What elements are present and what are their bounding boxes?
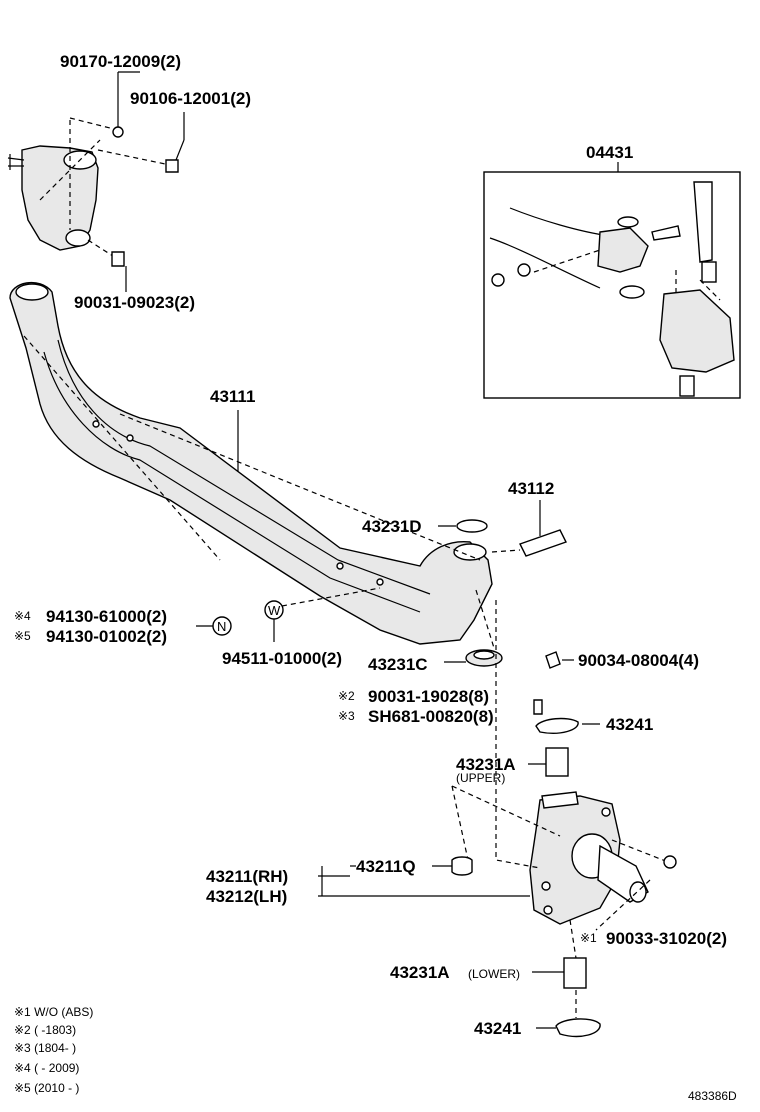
label-43211Q: 43211Q [356, 857, 416, 876]
label-43111: 43111 [210, 387, 255, 406]
label-43212: 43212(LH) [206, 887, 287, 906]
mark-94130b: ※5 [14, 629, 31, 643]
mark-90031b: ※2 [338, 689, 355, 703]
footnote-5: ※5 (2010 - ) [14, 1081, 79, 1095]
mark-90033: ※1 [580, 931, 597, 945]
label-43241a: 43241 [606, 715, 653, 734]
label-90170: 90170-12009(2) [60, 52, 181, 71]
label-43231A-upper: 43231A [456, 755, 516, 774]
knuckle-arm-drawing [7, 120, 101, 251]
circle-N: N [217, 619, 226, 634]
footnote-3: ※3 (1804- ) [14, 1041, 76, 1055]
label-43231C: 43231C [368, 655, 428, 674]
label-43241b: 43241 [474, 1019, 521, 1038]
label-90031b: 90031-19028(8) [368, 687, 489, 706]
footnote-1: ※1 W/O (ABS) [14, 1005, 93, 1019]
label-43231A-lower: 43231A [390, 963, 450, 982]
label-90034: 90034-08004(4) [578, 651, 699, 670]
label-90106: 90106-12001(2) [130, 89, 251, 108]
reference-code: 483386D [688, 1089, 737, 1103]
label-90031a: 90031-09023(2) [74, 293, 195, 312]
label-43112: 43112 [508, 479, 554, 498]
label-04431: 04431 [586, 143, 633, 162]
label-94511: 94511-01000(2) [222, 649, 342, 668]
steering-knuckle-drawing [529, 791, 649, 925]
circle-W: W [268, 603, 281, 618]
label-90033: 90033-31020(2) [606, 929, 727, 948]
label-SH681: SH681-00820(8) [368, 707, 494, 726]
footnote-4: ※4 ( - 2009) [14, 1061, 79, 1075]
footnote-2: ※2 ( -1803) [14, 1023, 76, 1037]
label-43211: 43211(RH) [206, 867, 288, 886]
mark-SH681: ※3 [338, 709, 355, 723]
label-43231D: 43231D [362, 517, 422, 536]
mark-94130a: ※4 [14, 609, 31, 623]
label-94130b: 94130-01002(2) [46, 627, 167, 646]
label-lower: (LOWER) [468, 967, 520, 981]
inset-kit-04431 [483, 162, 741, 399]
label-94130a: 94130-61000(2) [46, 607, 167, 626]
axle-beam-drawing [9, 281, 493, 645]
label-upper: (UPPER) [456, 771, 505, 785]
